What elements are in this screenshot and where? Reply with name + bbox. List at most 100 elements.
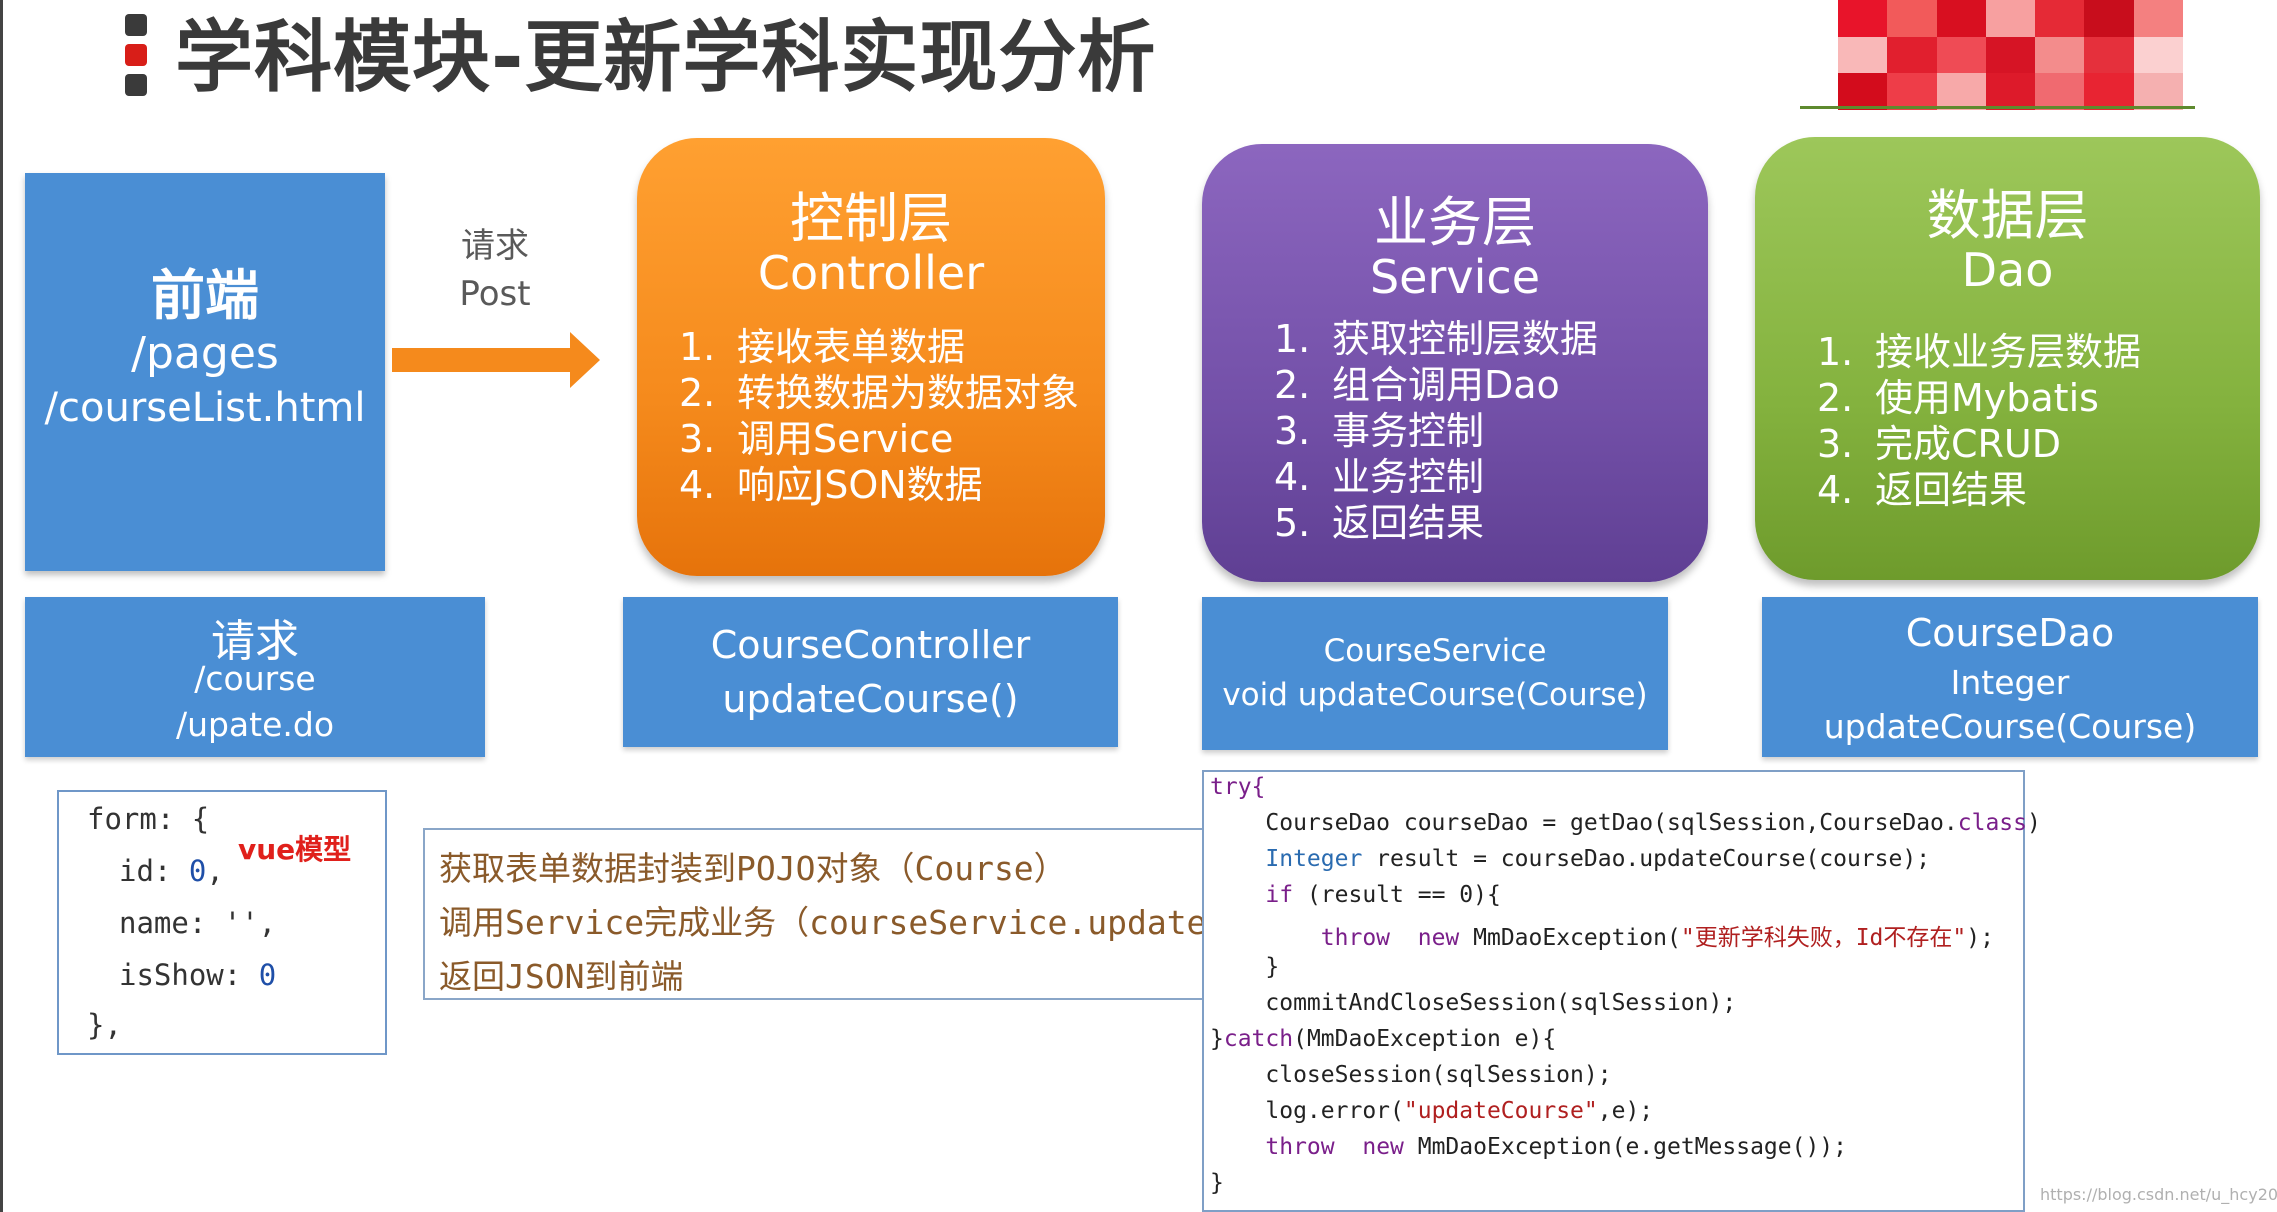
service-duties-list: 1.获取控制层数据 2.组合调用Dao 3.事务控制 4.业务控制 5.返回结果 [1274,316,1598,546]
controller-class-name: CourseController [710,623,1031,667]
code-line: throw new MmDaoException("更新学科失败，Id不存在")… [1320,925,1994,951]
logo-pixel [1985,73,2036,110]
code-line: throw new MmDaoException(e.getMessage())… [1265,1134,1847,1160]
dao-duty-item: 4.返回结果 [1817,468,2028,512]
dao-class-label: CourseDao Integer updateCourse(Course) [1762,597,2258,757]
service-duty-item: 5.返回结果 [1274,501,1485,545]
dao-return-type: Integer [1950,663,2070,702]
code-line: try{ [1210,774,1266,800]
request-path-action: /upate.do [175,705,335,744]
service-method-signature: void updateCourse(Course) [1222,677,1648,713]
code-line: log.error("updateCourse",e); [1210,1098,1654,1124]
service-duty-item: 3.事务控制 [1274,409,1485,453]
code-line: if (result == 0){ [1265,882,1501,908]
pixelated-logo [1838,0,2183,110]
logo-pixel [1887,36,1937,74]
logo-pixel [2035,36,2085,74]
form-line-close: }, [87,1008,122,1042]
note-line-2: 调用Service完成业务（courseService.updateCourse… [439,903,1238,942]
request-arrow-icon [392,332,600,388]
dao-subtitle: Dao [1961,243,2054,297]
logo-pixel [1838,0,1888,37]
source-watermark: https://blog.csdn.net/u_hcy2000 [2040,1185,2277,1204]
controller-steps-note: 获取表单数据封装到POJO对象（Course） 调用Service完成业务（co… [423,828,1238,1000]
logo-pixel [2133,36,2183,74]
controller-duty-item: 3.调用Service [679,417,954,461]
vue-form-code-box: form: { id: 0, name: '', isShow: 0 }, [57,790,387,1055]
service-duty-item: 1.获取控制层数据 [1274,317,1599,361]
title-bullet-top [125,14,147,36]
dao-duty-item: 2.使用Mybatis [1817,376,2099,420]
request-path-title: 请求 [211,616,299,667]
dao-duty-item: 3.完成CRUD [1817,422,2062,466]
request-path-course: /course [194,659,316,698]
logo-pixel [2084,73,2134,110]
logo-pixel [2035,0,2085,37]
note-line-1: 获取表单数据封装到POJO对象（Course） [439,849,1067,888]
service-class-label: CourseService void updateCourse(Course) [1202,597,1668,750]
service-duty-item: 4.业务控制 [1274,455,1485,499]
logo-pixel [2084,0,2134,37]
title-bullet-bottom [125,74,147,96]
controller-title: 控制层 [790,187,952,250]
code-line: commitAndCloseSession(sqlSession); [1210,990,1737,1016]
service-duty-item: 2.组合调用Dao [1274,363,1560,407]
logo-pixel [2133,0,2183,37]
controller-class-label: CourseController updateCourse() [623,597,1118,747]
controller-duties-list: 1.接收表单数据 2.转换数据为数据对象 3.调用Service 4.响应JSO… [679,324,1079,508]
code-line: } [1210,1170,1224,1196]
form-line-isshow: isShow: 0 [119,958,277,992]
note-line-3: 返回JSON到前端 [439,957,684,996]
title-bullet-middle [125,44,147,66]
logo-pixel [1985,0,2036,37]
service-title: 业务层 [1374,191,1536,254]
logo-pixel [1936,0,1986,37]
logo-pixel [1985,36,2036,74]
frontend-box: 前端 /pages /courseList.html [25,173,385,571]
vue-model-tag: vue模型 [238,833,352,866]
code-line: CourseDao courseDao = getDao(sqlSession,… [1210,810,2041,836]
controller-duty-item: 2.转换数据为数据对象 [679,371,1080,415]
dao-class-name: CourseDao [1905,611,2115,655]
frontend-path-file: /courseList.html [44,385,366,431]
logo-pixel [2035,73,2085,110]
frontend-label: 前端 [151,264,259,327]
logo-pixel [1936,73,1986,110]
logo-pixel [2084,36,2134,74]
dao-method-signature: updateCourse(Course) [1823,707,2197,746]
controller-subtitle: Controller [757,246,985,300]
request-label-method: Post [459,274,531,314]
code-line: Integer result = courseDao.updateCourse(… [1265,846,1931,872]
request-label: 请求 Post [440,222,550,318]
code-line: }catch(MmDaoException e){ [1210,1026,1557,1052]
frontend-path-pages: /pages [131,328,279,379]
request-label-cn: 请求 [461,226,529,266]
logo-underline [1800,106,2195,109]
dao-duties-list: 1.接收业务层数据 2.使用Mybatis 3.完成CRUD 4.返回结果 [1817,329,2141,513]
controller-duty-item: 4.响应JSON数据 [679,463,983,507]
logo-pixel [1936,36,1986,74]
form-line-name: name: '', [119,906,277,940]
slide-title: 学科模块-更新学科实现分析 [175,13,1157,103]
logo-pixel [1838,36,1888,74]
service-class-name: CourseService [1323,633,1547,669]
request-path-label: 请求 /course /upate.do [25,597,485,757]
dao-title: 数据层 [1926,184,2089,247]
form-line-1: form: { [87,802,210,836]
logo-pixel [1887,73,1937,110]
code-line: closeSession(sqlSession); [1210,1062,1612,1088]
code-line: } [1210,954,1280,980]
form-line-id: id: 0, [119,854,224,888]
controller-layer-box: 控制层 Controller 1.接收表单数据 2.转换数据为数据对象 3.调用… [637,138,1105,576]
dao-duty-item: 1.接收业务层数据 [1817,330,2142,374]
logo-pixel [1838,73,1888,110]
service-layer-box: 业务层 Service 1.获取控制层数据 2.组合调用Dao 3.事务控制 4… [1202,144,1708,582]
service-code-box: try{ CourseDao courseDao = getDao(sqlSes… [1202,770,2041,1212]
controller-duty-item: 1.接收表单数据 [679,325,966,369]
service-subtitle: Service [1369,250,1540,304]
logo-pixel [2133,73,2183,110]
logo-pixel [1887,0,1937,37]
dao-layer-box: 数据层 Dao 1.接收业务层数据 2.使用Mybatis 3.完成CRUD 4… [1755,137,2260,580]
controller-method-name: updateCourse() [722,677,1019,721]
slide-left-edge [0,0,3,1212]
